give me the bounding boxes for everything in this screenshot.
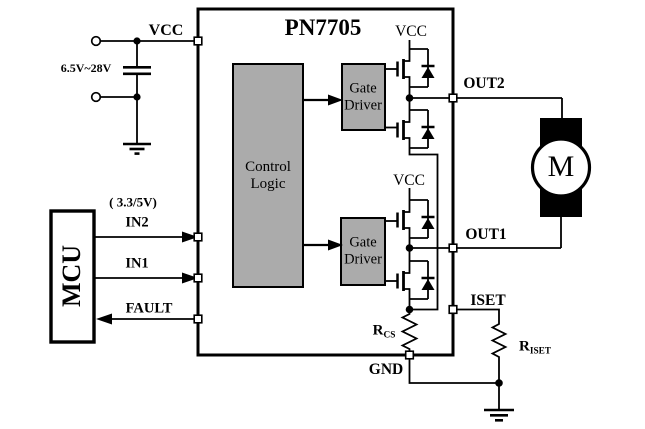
gnd-wire xyxy=(408,356,500,409)
gate-driver2-line1: Gate xyxy=(349,234,377,251)
vcc-bridge-bottom-label: VCC xyxy=(393,172,425,190)
body-diode xyxy=(421,279,435,290)
control-logic-line1: Control xyxy=(245,158,291,175)
vcc-bridge-top-label: VCC xyxy=(395,23,427,41)
mcu-box xyxy=(49,209,96,344)
control-logic-line2: Logic xyxy=(250,176,286,192)
motor-label: M xyxy=(547,149,575,183)
fault-signal-label: FAULT xyxy=(125,300,173,317)
mcu-label: MCU xyxy=(57,244,87,308)
rcs-label: RCS xyxy=(372,322,396,340)
chip-title: PN7705 xyxy=(284,14,362,40)
junction-dots xyxy=(133,37,503,387)
control-logic-box xyxy=(232,63,304,288)
supply-input-wiring xyxy=(100,40,198,143)
mosfet-high-side-out1 xyxy=(385,199,435,239)
gate-driver2-line2: Driver xyxy=(344,251,382,267)
pn7705-chip-box xyxy=(196,7,455,357)
control-arrows xyxy=(303,94,343,251)
gate-driver2-box xyxy=(340,217,386,286)
rcs-resistor xyxy=(400,311,419,356)
ground-symbol-right xyxy=(484,408,514,422)
mcu-signal-wires xyxy=(94,231,198,325)
ground-symbol-left xyxy=(123,142,151,155)
capacitor xyxy=(123,66,151,76)
pin-terminals xyxy=(193,36,458,360)
supply-terminal-circles xyxy=(90,35,102,103)
rcs-base: R xyxy=(372,322,384,339)
supply-range-label: 6.5V~28V xyxy=(60,61,112,76)
iset-pin-label: ISET xyxy=(470,292,506,310)
body-diode xyxy=(421,218,435,229)
out1-pin-label: OUT1 xyxy=(465,226,507,244)
body-diode xyxy=(421,128,435,139)
riset-resistor xyxy=(453,308,508,383)
gate-driver1-line2: Driver xyxy=(344,97,382,113)
mcu-io-voltage-label: ( 3.3/5V) xyxy=(109,194,157,210)
mosfet-low-side-out1 xyxy=(385,260,435,300)
in1-signal-label: IN1 xyxy=(125,255,149,272)
motor-symbol xyxy=(530,118,592,217)
mosfet-high-side-out2 xyxy=(385,48,435,88)
gnd-pin-label: GND xyxy=(368,361,404,379)
gate-driver1-line1: Gate xyxy=(349,80,377,97)
mosfet-low-side-out2 xyxy=(385,109,435,149)
out2-pin-label: OUT2 xyxy=(463,75,505,93)
gate-driver1-box xyxy=(341,63,386,131)
out1-wire xyxy=(409,216,562,249)
riset-subscript: ISET xyxy=(529,345,552,356)
vcc-supply-label: VCC xyxy=(148,21,184,39)
riset-label: RISET xyxy=(518,338,552,356)
riset-base: R xyxy=(518,338,530,355)
rcs-subscript: CS xyxy=(383,329,396,340)
in2-signal-label: IN2 xyxy=(125,214,149,231)
body-diode xyxy=(421,67,435,78)
out2-wire xyxy=(409,97,563,119)
